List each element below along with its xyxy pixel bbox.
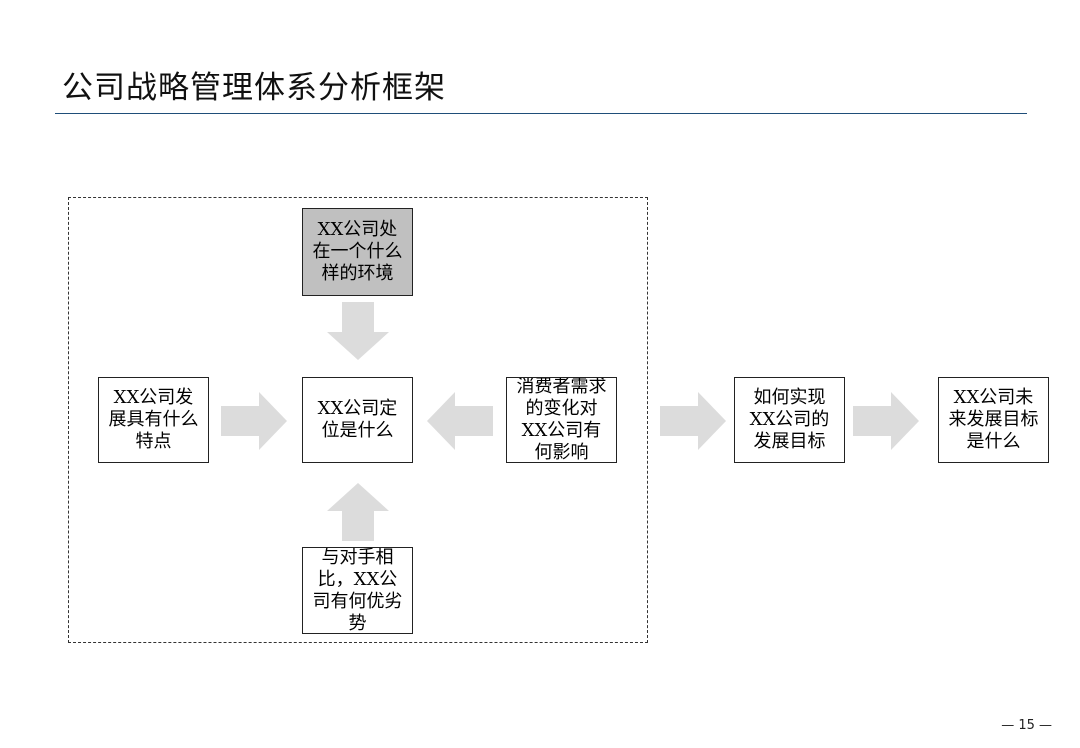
arrow-left-icon bbox=[427, 392, 493, 450]
box-competitor-label: 与对手相比，XX公司有何优劣势 bbox=[312, 547, 403, 634]
box-features: XX公司发展具有什么特点 bbox=[98, 377, 209, 463]
arrow-up-icon bbox=[327, 483, 389, 541]
box-features-label: XX公司发展具有什么特点 bbox=[108, 387, 199, 452]
box-future-goal-label: XX公司未来发展目标是什么 bbox=[948, 387, 1039, 452]
analysis-frame bbox=[68, 197, 648, 643]
arrow-right-icon bbox=[221, 392, 287, 450]
box-positioning: XX公司定位是什么 bbox=[302, 377, 413, 463]
box-goal-path: 如何实现XX公司的发展目标 bbox=[734, 377, 845, 463]
arrow-down-icon bbox=[327, 302, 389, 360]
box-competitor: 与对手相比，XX公司有何优劣势 bbox=[302, 547, 413, 634]
box-future-goal: XX公司未来发展目标是什么 bbox=[938, 377, 1049, 463]
box-environment-label: XX公司处在一个什么样的环境 bbox=[312, 219, 403, 284]
box-positioning-label: XX公司定位是什么 bbox=[317, 398, 398, 441]
page-title: 公司战略管理体系分析框架 bbox=[62, 70, 446, 106]
arrow-right-icon bbox=[853, 392, 919, 450]
box-environment: XX公司处在一个什么样的环境 bbox=[302, 208, 413, 296]
box-consumer-label: 消费者需求的变化对XX公司有何影响 bbox=[516, 377, 607, 463]
box-goal-path-label: 如何实现XX公司的发展目标 bbox=[749, 387, 830, 452]
title-divider bbox=[55, 113, 1027, 114]
arrow-right-icon bbox=[660, 392, 726, 450]
page-number: — 15 — bbox=[1001, 718, 1052, 733]
box-consumer: 消费者需求的变化对XX公司有何影响 bbox=[506, 377, 617, 463]
